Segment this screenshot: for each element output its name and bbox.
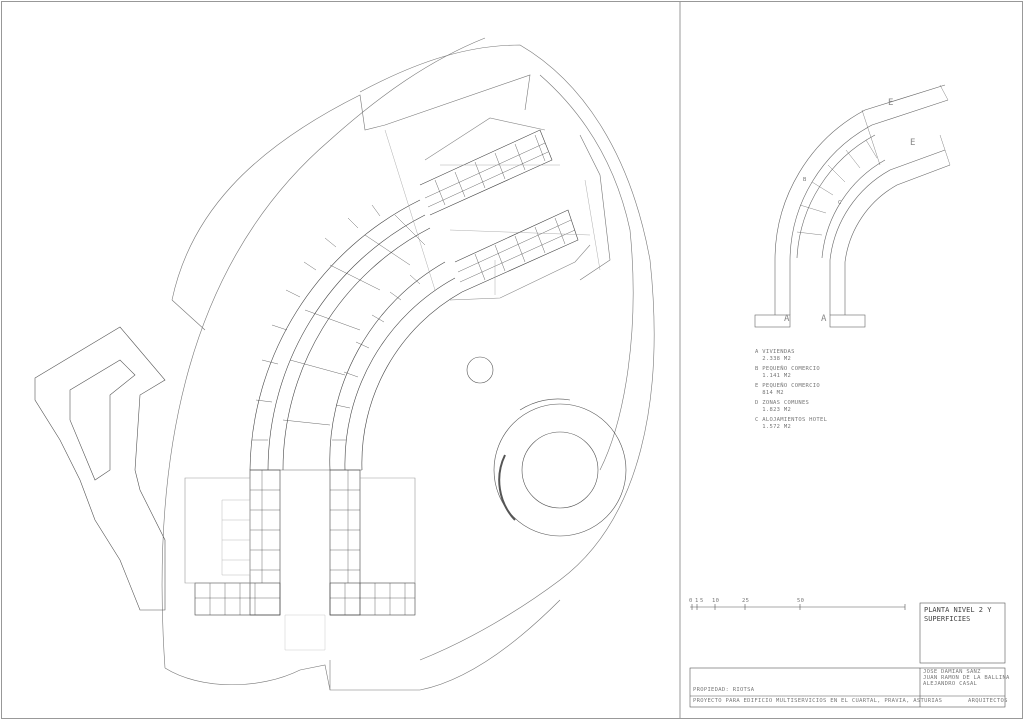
- scale-label: 50: [797, 598, 805, 604]
- building-upper-wings: [384, 117, 601, 301]
- area-item: A VIVIENDAS 2.338 M2: [755, 349, 795, 362]
- sheet-title: PLANTA NIVEL 2 Y SUPERFICIES: [924, 606, 992, 623]
- project-text: PROYECTO PARA EDIFICIO MULTISERVICIOS EN…: [693, 698, 943, 704]
- scale-label: 0: [689, 598, 693, 604]
- key-letter: B: [803, 177, 807, 183]
- roundabout: [466, 356, 627, 537]
- tree-circle: [466, 356, 494, 384]
- area-list: A VIVIENDAS 2.338 M2 B PEQUEÑO COMERCIO …: [755, 349, 827, 434]
- site-boundary: [161, 37, 655, 691]
- neighbour-building: [34, 326, 166, 611]
- sheet-title-box: [919, 602, 1006, 664]
- title-block: [689, 667, 1006, 708]
- key-letter: A: [821, 314, 827, 324]
- area-item: C ALOJAMIENTOS HOTEL 1.572 M2: [755, 417, 828, 430]
- scale-label: 10: [712, 598, 720, 604]
- key-letter: C: [838, 200, 842, 206]
- building-curved-wing: [249, 199, 463, 471]
- area-item: B PEQUEÑO COMERCIO 1.141 M2: [755, 366, 821, 379]
- key-plan: [754, 84, 951, 328]
- key-letter: A: [784, 314, 790, 324]
- key-letter: E: [888, 98, 894, 108]
- role-text: ARQUITECTOS: [968, 698, 1008, 704]
- owner-text: PROPIEDAD: RIOTSA: [693, 687, 755, 693]
- architects-list: JOSE DAMIAN SANZ JUAN RAMON DE LA BALLIN…: [923, 669, 1010, 687]
- area-item: E PEQUEÑO COMERCIO 814 M2: [755, 383, 821, 396]
- scale-label: 1: [695, 598, 699, 604]
- scale-label: 25: [742, 598, 750, 604]
- building-lower-legs: [184, 469, 416, 651]
- architect-name: JOSE DAMIAN SANZ: [923, 669, 981, 675]
- scale-label: 5: [700, 598, 704, 604]
- architect-name: ALEJANDRO CASAL: [923, 681, 978, 687]
- key-letter: E: [910, 138, 916, 148]
- area-item: D ZONAS COMUNES 1.823 M2: [755, 400, 810, 413]
- scale-bar: [690, 604, 906, 610]
- architect-name: JUAN RAMON DE LA BALLINA: [923, 675, 1010, 681]
